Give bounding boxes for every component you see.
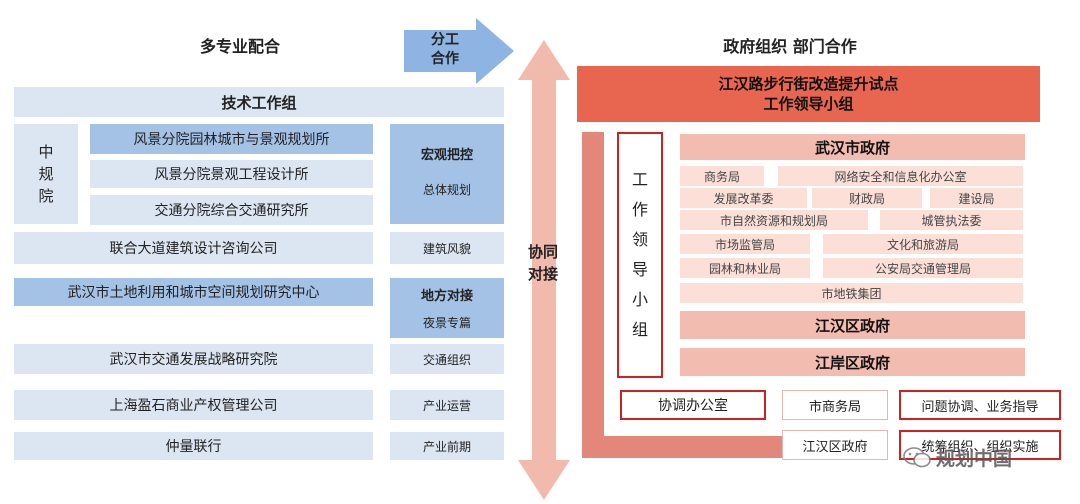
dept-commerce: 商务局 <box>680 166 764 186</box>
dept-culture-tourism: 文化和旅游局 <box>823 234 1023 254</box>
unit-traffic-research: 交通分院综合交通研究所 <box>90 195 373 225</box>
left-title: 多专业配合 <box>199 37 280 56</box>
dept-urban-management: 城管执法委 <box>880 210 1023 230</box>
dept-metro-group: 市地铁集团 <box>680 283 1023 303</box>
organize-impl-box: 统筹组织、组织实施 <box>899 430 1061 460</box>
jiangan-gov-bar: 江岸区政府 <box>680 348 1025 376</box>
role-local-docking: 地方对接 <box>420 288 473 304</box>
bracket-vertical <box>582 132 604 458</box>
unit-jll: 仲量联行 <box>14 432 373 460</box>
leading-group-banner: 江汉路步行街改造提升试点 工作领导小组 <box>577 66 1040 122</box>
watermark-text: 规划中国 <box>936 447 1013 470</box>
dept-traffic-police: 公安局交通管理局 <box>823 258 1023 278</box>
role-industry-operation: 产业运营 <box>390 390 504 420</box>
zhong-gui-yuan-label: 中 规 院 <box>14 124 78 224</box>
jianghan-gov-bar: 江汉区政府 <box>680 311 1025 339</box>
dept-construction: 建设局 <box>930 188 1023 208</box>
unit-shanghai-yingshi: 上海盈石商业产权管理公司 <box>14 390 373 420</box>
jianghan-district-box: 江汉区政府 <box>782 430 888 460</box>
role-architecture: 建筑风貌 <box>390 232 504 264</box>
dept-finance: 财政局 <box>812 188 922 208</box>
unit-landscape-engineering: 风景分院景观工程设计所 <box>90 160 373 188</box>
unit-traffic-strategy: 武汉市交通发展战略研究院 <box>14 344 373 374</box>
bracket-horizontal <box>582 436 782 458</box>
role-macro-control: 宏观把控 <box>420 147 473 163</box>
dept-cyber: 网络安全和信息化办公室 <box>778 166 1023 186</box>
role-industry-early: 产业前期 <box>390 432 504 460</box>
unit-landscape-planning: 风景分院园林城市与景观规划所 <box>90 124 373 154</box>
dept-natural-resources: 市自然资源和规划局 <box>680 210 868 230</box>
dept-garden-forestry: 园林和林业局 <box>680 258 810 278</box>
arrow-label: 分工 合作 <box>431 32 459 67</box>
unit-land-use-center: 武汉市土地利用和城市空间规划研究中心 <box>14 278 373 306</box>
wechat-icon <box>903 447 931 468</box>
dept-market-supervision: 市场监管局 <box>680 234 810 254</box>
dept-development: 发展改革委 <box>680 188 807 208</box>
role-night-scene: 夜景专篇 <box>422 315 471 330</box>
coord-office-box: 协调办公室 <box>620 390 766 420</box>
role-local-box: 地方对接 夜景专篇 <box>390 278 504 338</box>
right-title: 政府组织 部门合作 <box>723 37 857 56</box>
issue-coord-box: 问题协调、业务指导 <box>899 390 1061 420</box>
wuhan-gov-bar: 武汉市政府 <box>680 134 1025 160</box>
role-master-plan: 总体规划 <box>422 182 471 197</box>
work-leading-group-box: 工 作 领 导 小 组 <box>617 132 663 378</box>
split-arrow-icon <box>404 18 514 84</box>
double-arrow-icon <box>518 40 570 500</box>
city-commerce-box: 市商务局 <box>782 390 888 420</box>
center-label: 协同 对接 <box>527 243 558 283</box>
role-traffic-org: 交通组织 <box>390 344 504 374</box>
watermark: 规划中国 <box>902 440 1052 474</box>
role-macro-box: 宏观把控 总体规划 <box>390 124 504 224</box>
unit-lianhe-dadao: 联合大道建筑设计咨询公司 <box>14 232 373 264</box>
tech-group-bar: 技术工作组 <box>14 87 504 117</box>
